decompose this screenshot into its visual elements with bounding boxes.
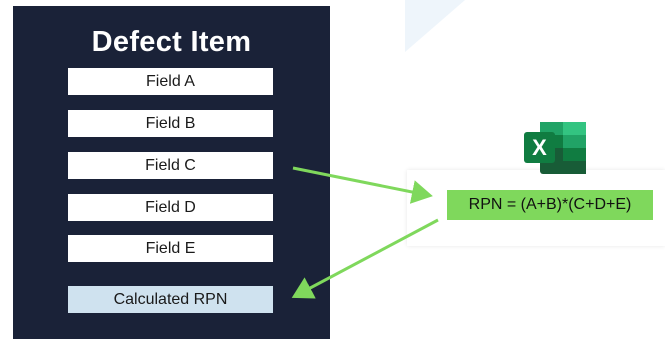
calculated-rpn-field: Calculated RPN	[68, 286, 273, 313]
excel-icon: X	[524, 122, 586, 174]
defect-item-panel: Defect Item Field A Field B Field C Fiel…	[13, 6, 330, 339]
field-b: Field B	[68, 110, 273, 137]
field-c: Field C	[68, 152, 273, 179]
field-a: Field A	[68, 68, 273, 95]
panel-title: Defect Item	[91, 26, 252, 58]
rpn-formula: RPN = (A+B)*(C+D+E)	[447, 190, 653, 220]
field-d: Field D	[68, 194, 273, 221]
background-decoration	[405, 0, 465, 52]
excel-logo-letter: X	[532, 135, 547, 160]
field-e: Field E	[68, 235, 273, 262]
